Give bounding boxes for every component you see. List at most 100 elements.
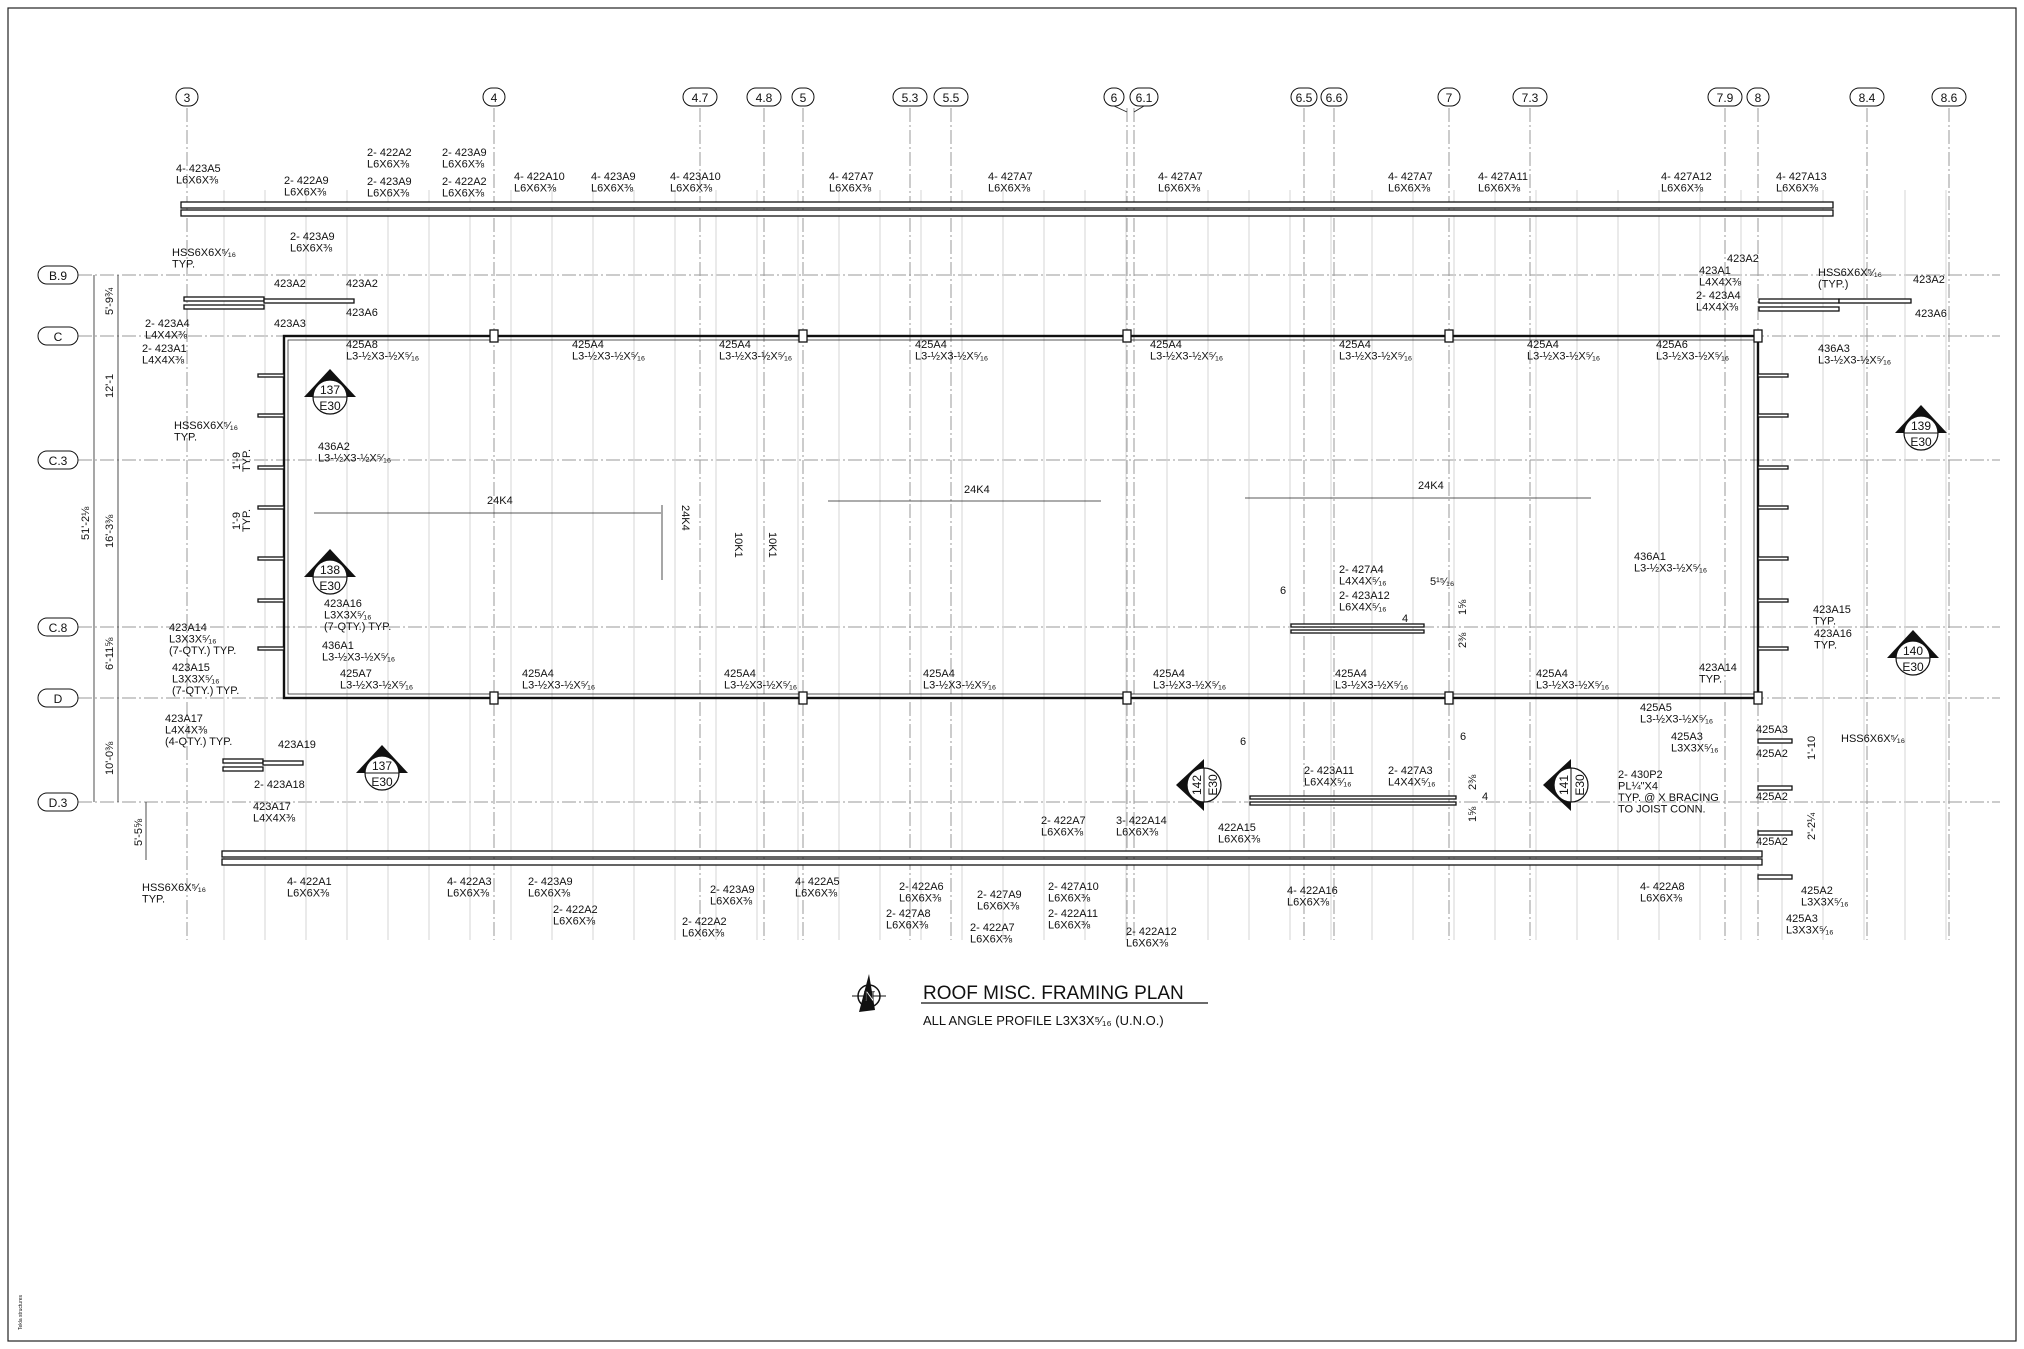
callout-text: 425A4 (719, 339, 751, 351)
callout-text: 2- 423A9 (290, 231, 335, 243)
grid-bubble-row: D (37, 688, 79, 708)
drawing-subtitle: ALL ANGLE PROFILE L3X3X⁵⁄₁₆ (U.N.O.) (923, 1013, 1164, 1028)
member-callout: HSS6X6X⁵⁄₁₆(TYP.) (1818, 267, 1882, 291)
callout-text: 2- 422A7 (1041, 815, 1086, 827)
joist-designation: 10K1 (766, 532, 778, 558)
drawing-title: ROOF MISC. FRAMING PLAN (923, 983, 1184, 1004)
brace-bar (222, 758, 264, 764)
grid-row-label: D.3 (49, 796, 68, 810)
grid-column-label: 5 (800, 91, 807, 105)
callout-text: 4- 423A10 (670, 171, 721, 183)
brace-bar (1758, 298, 1840, 304)
grid-column-label: 7 (1446, 91, 1453, 105)
callout-text: L3-½X3-½X⁵⁄₁₆ (572, 351, 645, 363)
grid-column-label: 4 (491, 91, 498, 105)
top-beam-lower (180, 209, 1834, 217)
callout-text: L3-½X3-½X⁵⁄₁₆ (1335, 680, 1408, 692)
callout-text: L3-½X3-½X⁵⁄₁₆ (724, 680, 797, 692)
section-number: 139 (1911, 419, 1931, 433)
callout-text: L3-½X3-½X⁵⁄₁₆ (1527, 351, 1600, 363)
section-sheet: E30 (371, 775, 393, 789)
callout-text: L6X6X⅜ (710, 896, 753, 908)
callout-text: 2- 423A4 (1696, 290, 1741, 302)
dimension-text: 1'-9 (231, 512, 243, 530)
callout-text: L6X6X⅜ (1048, 920, 1091, 932)
grid-bubble-column: 3 (175, 87, 199, 107)
callout-text: 2- 427A8 (886, 908, 931, 920)
callout-text: 423A6 (1915, 308, 1947, 320)
callout-text: 425A4 (1339, 339, 1371, 351)
callout-text: L6X6X⅜ (829, 183, 872, 195)
dimension-text: 2⅜ (1457, 632, 1469, 648)
callout-text: 2- 422A2 (367, 147, 412, 159)
callout-text: 423A19 (278, 739, 316, 751)
callout-text: L6X6X⅜ (1218, 834, 1261, 846)
grid-row-label: C.3 (49, 454, 68, 468)
grid-bubble-column: 6.6 (1320, 87, 1348, 107)
grid-bubble-column: 7.3 (1512, 87, 1548, 107)
dimension-text: 4 (1482, 791, 1488, 803)
grid-bubble-column: 6 (1103, 87, 1125, 107)
callout-text: L6X6X⅜ (1478, 183, 1521, 195)
callout-text: 2- 422A9 (284, 175, 329, 187)
callout-text: 4- 422A16 (1287, 885, 1338, 897)
callout-text: 436A1 (322, 640, 354, 652)
callout-text: 425A3 (1756, 724, 1788, 736)
dimension-text: 2'-2¼ (1806, 812, 1818, 840)
callout-text: 2- 422A2 (553, 904, 598, 916)
callout-text: L3-½X3-½X⁵⁄₁₆ (1150, 351, 1223, 363)
roof-frame-inner (287, 339, 1755, 695)
grid-bubble-column: 7 (1437, 87, 1461, 107)
callout-text: L3X3X⁵⁄₁₆ (1801, 897, 1849, 909)
section-number: 138 (320, 563, 340, 577)
outrigger-stub (257, 598, 285, 603)
column-post (489, 691, 499, 705)
callout-text: 425A4 (572, 339, 604, 351)
callout-text: L3X3X⁵⁄₁₆ (1786, 925, 1834, 937)
callout-text: 423A6 (346, 307, 378, 319)
callout-text: L3-½X3-½X⁵⁄₁₆ (1339, 351, 1412, 363)
callout-text: 425A8 (346, 339, 378, 351)
dimension-text: 1⅝ (1467, 806, 1479, 822)
callout-text: 425A7 (340, 668, 372, 680)
brace-bar (262, 760, 304, 766)
north-arrow-icon: N (852, 974, 886, 1012)
callout-text: 423A16 (324, 598, 362, 610)
callout-text: L6X6X⅜ (1041, 827, 1084, 839)
member-callout: 425A2 (1756, 836, 1788, 848)
callout-text: L4X4X⅜ (142, 355, 185, 367)
callout-text: 2- 423A9 (367, 176, 412, 188)
outrigger-stub (257, 465, 285, 470)
callout-text: L3-½X3-½X⁵⁄₁₆ (923, 680, 996, 692)
callout-text: 2- 423A18 (254, 779, 305, 791)
callout-text: L6X6X⅜ (442, 159, 485, 171)
dimension-text: 6'-11⅝ (104, 637, 116, 670)
callout-text: L6X6X⅜ (1048, 893, 1091, 905)
callout-text: TO JOIST CONN. (1618, 804, 1706, 816)
callout-text: L4X4X⅜ (165, 725, 208, 737)
callout-text: L6X6X⅜ (553, 916, 596, 928)
member-callout: 423A19 (278, 739, 316, 751)
callout-text: TYP. (1813, 616, 1836, 628)
grid-bubble-row: B.9 (37, 265, 79, 285)
grid-bubble-row: C (37, 326, 79, 346)
section-sheet: E30 (1573, 774, 1587, 796)
